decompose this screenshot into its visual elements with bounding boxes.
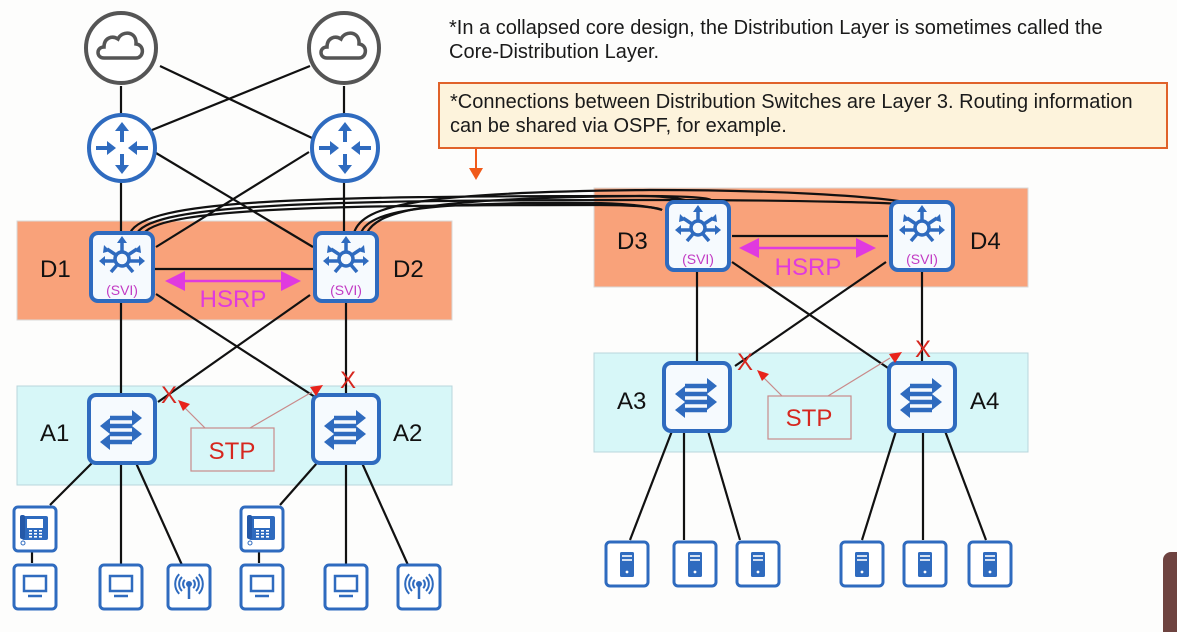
pc-device[interactable] bbox=[12, 563, 58, 611]
wireless-ap-icon bbox=[174, 573, 204, 599]
a1-label: A1 bbox=[40, 420, 69, 447]
collapsed-core-note: *In a collapsed core design, the Distrib… bbox=[449, 17, 1103, 63]
ip-phone-device[interactable] bbox=[12, 505, 58, 553]
router-icon[interactable] bbox=[87, 113, 157, 183]
stp-label-right: STP bbox=[786, 405, 833, 432]
internet-cloud-1 bbox=[84, 11, 158, 85]
a3-label: A3 bbox=[617, 388, 646, 415]
hsrp-label-left: HSRP bbox=[200, 286, 267, 313]
blocked-port-marker: X bbox=[915, 336, 931, 363]
endpoints-right bbox=[604, 540, 1013, 588]
pc-icon bbox=[108, 574, 134, 598]
cloud-icon bbox=[319, 31, 368, 60]
a2-label: A2 bbox=[393, 420, 422, 447]
blocked-port-marker: X bbox=[161, 382, 177, 409]
stp-label-left: STP bbox=[209, 438, 256, 465]
server-icon bbox=[855, 552, 869, 577]
distribution-switch-d4[interactable]: (SVI) bbox=[889, 200, 955, 272]
wireless-ap-device[interactable] bbox=[396, 563, 442, 611]
access-switch-a2[interactable] bbox=[313, 395, 379, 463]
router-icon[interactable] bbox=[310, 113, 380, 183]
endpoints-left bbox=[12, 505, 442, 611]
wireless-ap-device[interactable] bbox=[166, 563, 212, 611]
server-icon bbox=[918, 552, 932, 577]
pc-device[interactable] bbox=[239, 563, 285, 611]
pc-icon bbox=[22, 574, 48, 598]
internet-cloud-2 bbox=[307, 11, 381, 85]
distribution-switch-d3[interactable]: (SVI) bbox=[665, 200, 731, 272]
svi-label: (SVI) bbox=[106, 282, 138, 298]
ip-phone-icon bbox=[20, 515, 48, 546]
stp-annotation-right: STP X X bbox=[737, 336, 931, 440]
server-icon bbox=[688, 552, 702, 577]
svi-label: (SVI) bbox=[906, 251, 938, 267]
pc-icon bbox=[249, 574, 275, 598]
window-edge bbox=[1163, 552, 1177, 632]
pc-device[interactable] bbox=[323, 563, 369, 611]
d3-label: D3 bbox=[617, 228, 648, 255]
server-device[interactable] bbox=[735, 540, 781, 588]
server-device[interactable] bbox=[604, 540, 650, 588]
ip-phone-device[interactable] bbox=[239, 505, 285, 553]
blocked-port-marker: X bbox=[737, 349, 753, 376]
note-pointer-arrowhead bbox=[469, 168, 483, 180]
d1-label: D1 bbox=[40, 256, 71, 283]
svi-label: (SVI) bbox=[682, 251, 714, 267]
d2-label: D2 bbox=[393, 256, 424, 283]
d4-label: D4 bbox=[970, 228, 1001, 255]
cloud-icon bbox=[96, 31, 145, 60]
pc-icon bbox=[333, 574, 359, 598]
server-device[interactable] bbox=[967, 540, 1013, 588]
distribution-switch-d2[interactable]: (SVI) bbox=[313, 231, 379, 303]
server-device[interactable] bbox=[839, 540, 885, 588]
server-icon bbox=[983, 552, 997, 577]
server-device[interactable] bbox=[672, 540, 718, 588]
layer3-connections-note: *Connections between Distribution Switch… bbox=[438, 82, 1168, 149]
links bbox=[30, 64, 988, 566]
svi-label: (SVI) bbox=[330, 282, 362, 298]
server-device[interactable] bbox=[902, 540, 948, 588]
hsrp-label-right: HSRP bbox=[775, 254, 842, 281]
a4-label: A4 bbox=[970, 388, 999, 415]
pc-device[interactable] bbox=[98, 563, 144, 611]
ip-phone-icon bbox=[247, 515, 275, 546]
stp-annotation-left: STP X X bbox=[161, 367, 356, 472]
access-switch-a1[interactable] bbox=[89, 395, 155, 463]
server-icon bbox=[751, 552, 765, 577]
access-switch-a3[interactable] bbox=[664, 363, 730, 431]
server-icon bbox=[620, 552, 634, 577]
wireless-ap-icon bbox=[404, 573, 434, 599]
blocked-port-marker: X bbox=[340, 367, 356, 394]
distribution-switch-d1[interactable]: (SVI) bbox=[89, 231, 155, 303]
access-switch-a4[interactable] bbox=[889, 363, 955, 431]
